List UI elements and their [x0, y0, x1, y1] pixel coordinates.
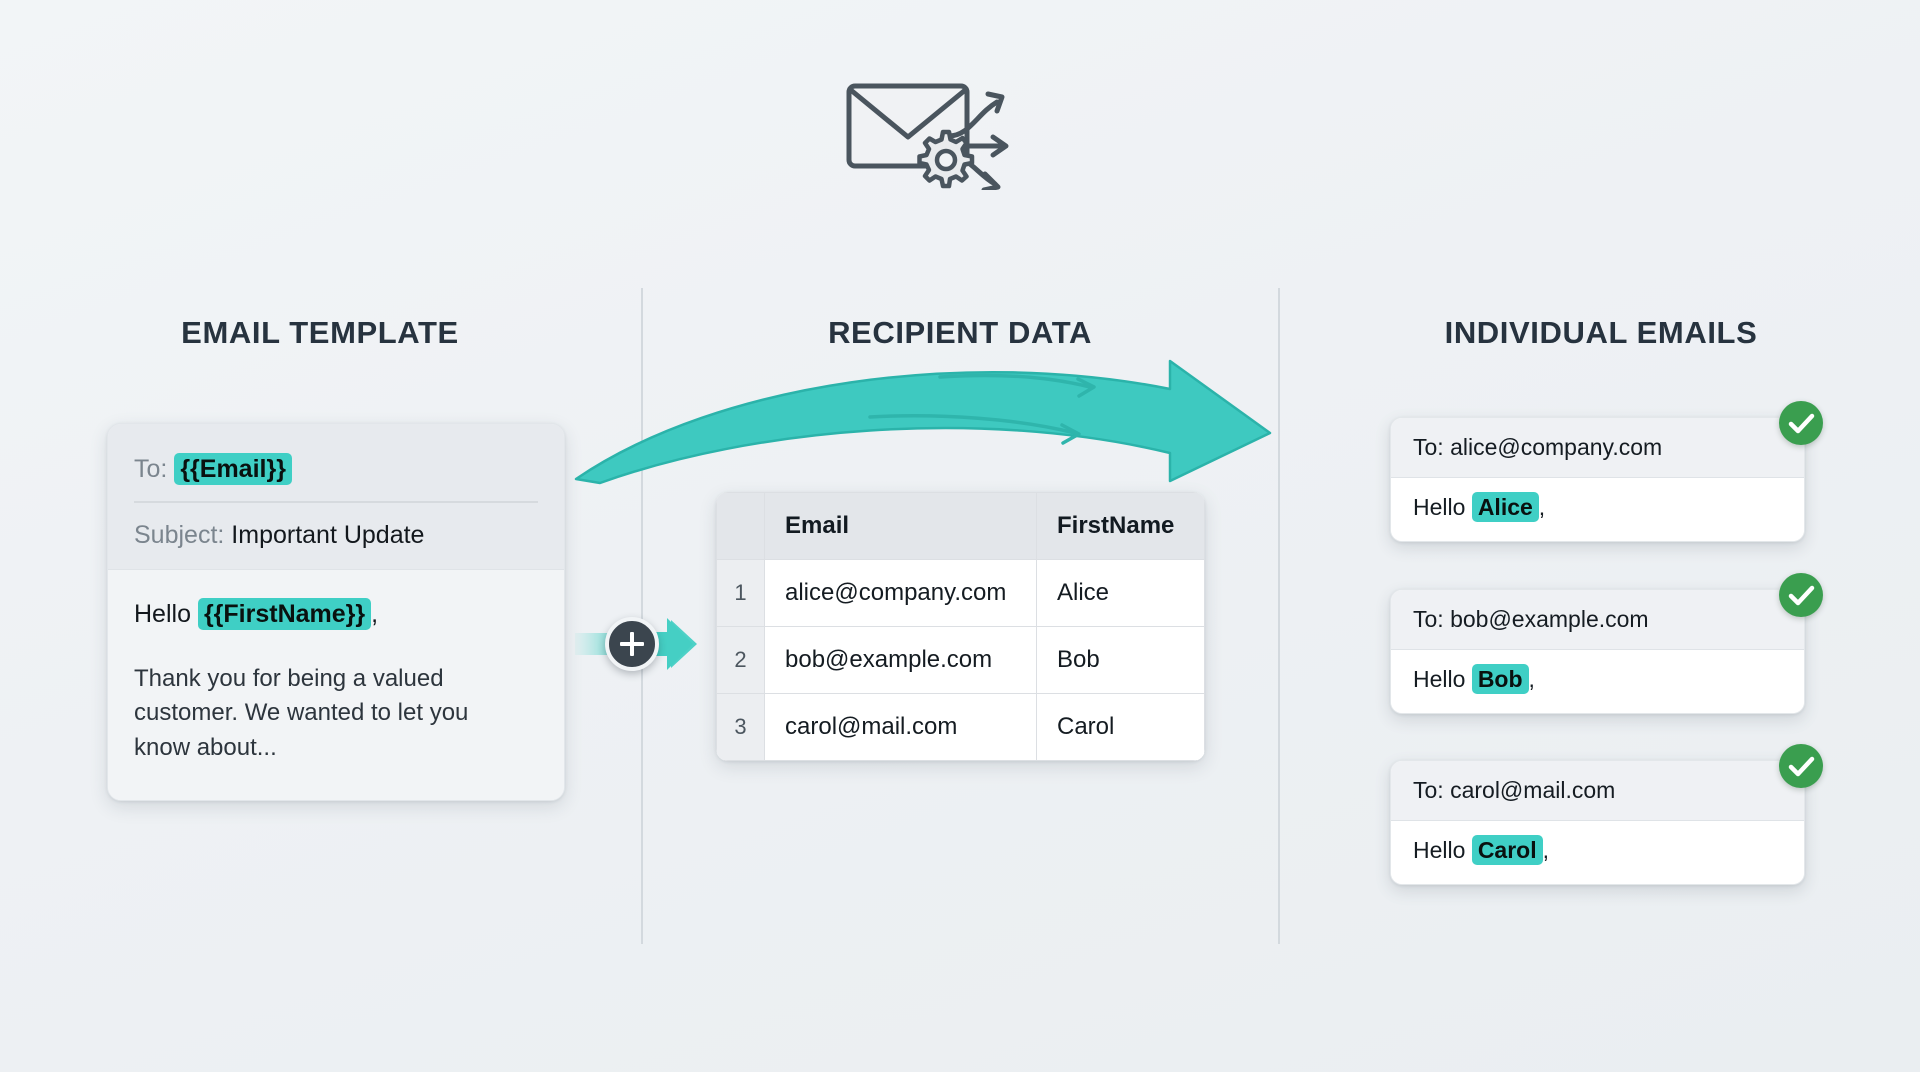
table-row[interactable]: 2 bob@example.com Bob — [716, 626, 1205, 694]
envelope-gear-arrows-icon — [845, 70, 1075, 193]
column-divider-right — [1278, 288, 1280, 944]
template-to-label: To: — [134, 455, 168, 483]
check-circle-icon — [1779, 744, 1823, 788]
check-circle-icon — [1779, 573, 1823, 617]
email-to-label: To: — [1413, 777, 1444, 803]
email-greeting-suffix: , — [1538, 494, 1546, 520]
email-merged-name: Carol — [1471, 835, 1543, 865]
email-greeting-suffix: , — [1542, 837, 1549, 863]
row-number: 3 — [716, 693, 765, 761]
cell-firstname: Bob — [1036, 626, 1205, 694]
table-row[interactable]: 3 carol@mail.com Carol — [716, 693, 1205, 761]
column-header-email: Email — [764, 492, 1037, 560]
email-greeting-prefix: Hello — [1413, 837, 1466, 863]
email-to-value: bob@example.com — [1450, 606, 1649, 632]
row-number: 1 — [716, 559, 765, 627]
plus-merge-icon — [605, 617, 659, 671]
cell-email: alice@company.com — [764, 559, 1037, 627]
email-greeting-prefix: Hello — [1413, 494, 1466, 520]
template-subject-row: Subject: Important Update — [134, 503, 538, 563]
cell-firstname: Carol — [1036, 693, 1205, 761]
merge-connector — [575, 600, 705, 690]
email-to-label: To: — [1413, 434, 1444, 460]
email-greeting-suffix: , — [1528, 666, 1535, 692]
table-row[interactable]: 1 alice@company.com Alice — [716, 559, 1205, 627]
template-greeting-suffix: , — [371, 599, 379, 628]
template-greeting-prefix: Hello — [134, 599, 191, 628]
cell-email: bob@example.com — [764, 626, 1037, 694]
email-to-value: carol@mail.com — [1450, 777, 1616, 803]
email-greeting-line: Hello Alice, — [1391, 478, 1804, 541]
template-body: Hello {{FirstName}}, Thank you for being… — [108, 568, 564, 800]
column-divider-left — [641, 288, 643, 944]
recipient-data-table: Email FirstName 1 alice@company.com Alic… — [716, 492, 1205, 761]
recipient-data-title: RECIPIENT DATA — [828, 315, 1092, 350]
cell-firstname: Alice — [1036, 559, 1205, 627]
email-to-label: To: — [1413, 606, 1444, 632]
generated-email-card: To: carol@mail.com Hello Carol, — [1390, 760, 1805, 885]
cell-email: carol@mail.com — [764, 693, 1037, 761]
email-merged-name: Bob — [1471, 664, 1529, 694]
table-header-row: Email FirstName — [716, 492, 1205, 560]
template-to-token: {{Email}} — [174, 453, 292, 485]
template-firstname-token: {{FirstName}} — [197, 597, 372, 630]
generated-email-card: To: bob@example.com Hello Bob, — [1390, 589, 1805, 714]
individual-emails-title: INDIVIDUAL EMAILS — [1444, 315, 1758, 350]
email-template-card: To: {{Email}} Subject: Important Update … — [107, 423, 565, 801]
template-subject-value: Important Update — [231, 520, 425, 549]
email-greeting-line: Hello Bob, — [1391, 650, 1804, 713]
email-to-line: To: carol@mail.com — [1391, 761, 1804, 821]
template-header: To: {{Email}} Subject: Important Update — [108, 424, 564, 569]
column-header-firstname: FirstName — [1036, 492, 1205, 560]
email-greeting-line: Hello Carol, — [1391, 821, 1804, 884]
email-template-title: EMAIL TEMPLATE — [181, 315, 459, 350]
email-to-line: To: alice@company.com — [1391, 418, 1804, 478]
column-header-rownum — [716, 492, 765, 560]
email-merged-name: Alice — [1471, 492, 1539, 522]
template-paragraph: Thank you for being a valued customer. W… — [134, 664, 469, 762]
row-number: 2 — [716, 626, 765, 694]
template-subject-label: Subject: — [134, 520, 225, 549]
template-greeting: Hello {{FirstName}}, — [134, 597, 538, 630]
email-greeting-prefix: Hello — [1413, 666, 1466, 692]
check-circle-icon — [1779, 401, 1823, 445]
template-to-row: To: {{Email}} — [134, 444, 538, 503]
email-to-value: alice@company.com — [1450, 434, 1663, 460]
curved-arrow-right-icon — [570, 355, 1410, 485]
generated-email-card: To: alice@company.com Hello Alice, — [1390, 417, 1805, 542]
email-to-line: To: bob@example.com — [1391, 590, 1804, 650]
